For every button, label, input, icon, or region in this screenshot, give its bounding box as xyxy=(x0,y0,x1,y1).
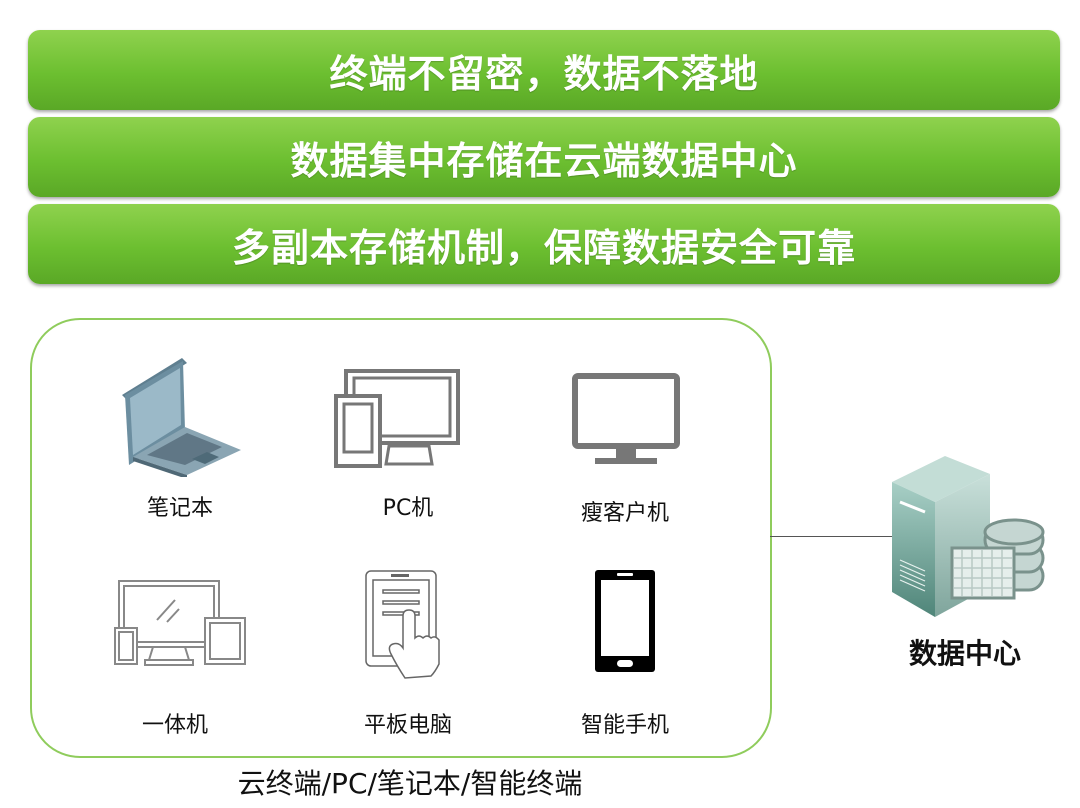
tablet-icon xyxy=(308,568,508,680)
all-in-one-icon xyxy=(80,578,280,666)
laptop-icon xyxy=(82,355,282,477)
device-label-pc: PC机 xyxy=(382,496,434,521)
banner-centralized-storage: 数据集中存储在云端数据中心 xyxy=(28,117,1060,197)
banner-multi-replica: 多副本存储机制，保障数据安全可靠 xyxy=(28,204,1060,284)
banner-no-data-on-terminal: 终端不留密，数据不落地 xyxy=(28,30,1060,110)
device-label-smartphone: 智能手机 xyxy=(580,713,669,738)
device-label-laptop: 笔记本 xyxy=(146,496,213,521)
connection-line xyxy=(770,536,894,537)
smartphone-icon xyxy=(525,568,725,674)
datacenter-label: 数据中心 xyxy=(908,637,1021,670)
device-label-tablet: 平板电脑 xyxy=(363,713,452,738)
terminals-caption: 云终端/PC/笔记本/智能终端 xyxy=(237,767,583,800)
pc-icon xyxy=(298,368,498,468)
terminal-devices-group xyxy=(30,318,772,758)
device-label-all-in-one: 一体机 xyxy=(141,713,208,738)
server-database-icon xyxy=(890,452,1050,622)
device-label-thin-client: 瘦客户机 xyxy=(580,501,669,526)
thin-client-icon xyxy=(526,372,726,466)
